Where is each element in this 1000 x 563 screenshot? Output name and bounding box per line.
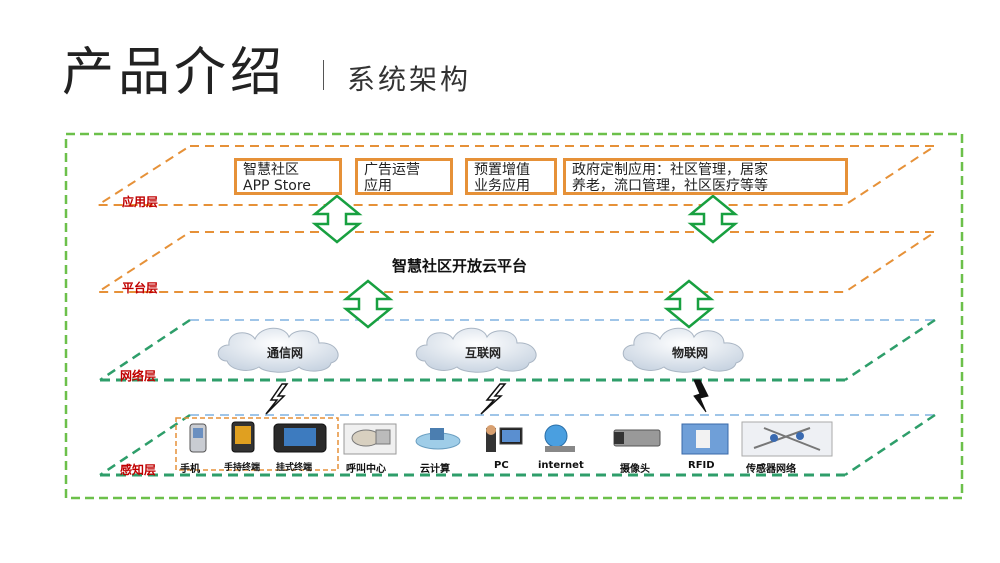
device-label-call-center: 呼叫中心	[346, 464, 386, 475]
internet-globe-icon	[544, 424, 575, 452]
device-label-rfid: RFID	[688, 460, 715, 471]
sensor-network-icon	[741, 421, 833, 457]
network-layer-right	[844, 318, 936, 382]
camera-icon	[613, 429, 661, 447]
open-cloud-platform-label: 智慧社区开放云平台	[392, 257, 528, 275]
device-label-internet: internet	[538, 460, 584, 471]
arrow-app-platform-left	[311, 194, 363, 244]
outer-frame	[64, 132, 964, 500]
cloud-internet	[415, 327, 537, 373]
device-label-sensor-network: 传感器网络	[746, 464, 796, 475]
lightning-icon	[693, 379, 709, 413]
government-app-box: 政府定制应用：社区管理，居家 养老，流口管理，社区医疗等等	[563, 158, 848, 195]
lightning-icon	[265, 383, 289, 415]
telecom-network-label: 通信网	[266, 346, 303, 360]
network-layer-label: 网络层	[120, 369, 157, 383]
device-label-handheld: 手持终端	[224, 463, 261, 473]
perception-layer-left	[99, 413, 191, 477]
arrow-platform-network-left	[342, 279, 394, 329]
device-label-camera: 摄像头	[620, 464, 650, 475]
terminal-group-box	[175, 417, 339, 471]
lightning-icon	[480, 383, 507, 415]
app-store-box: 智慧社区 APP Store	[234, 158, 342, 195]
cloud-computing-icon	[415, 428, 461, 450]
device-label-cloud-computing: 云计算	[420, 464, 450, 475]
perception-layer-right	[844, 413, 936, 477]
application-layer-label: 应用层	[122, 195, 159, 209]
platform-layer-plane	[94, 231, 939, 293]
call-center-icon	[343, 423, 397, 455]
arrow-app-platform-right	[687, 194, 739, 244]
internet-network-label: 互联网	[464, 346, 501, 360]
application-layer-plane	[94, 145, 939, 206]
advertising-app-box: 广告运营 应用	[355, 158, 453, 195]
network-layer-left	[99, 318, 191, 382]
iot-network-label: 物联网	[671, 346, 708, 360]
device-label-mounted: 挂式终端	[276, 463, 313, 473]
cloud-iot	[622, 327, 744, 373]
title-divider	[323, 60, 324, 90]
pc-icon	[486, 425, 523, 452]
handheld-terminal-icon	[231, 421, 255, 453]
rfid-icon	[681, 423, 729, 455]
mounted-terminal-icon	[273, 423, 327, 453]
device-label-phone: 手机	[180, 464, 200, 475]
page-subtitle: 系统架构	[347, 63, 472, 96]
value-added-app-box: 预置增值 业务应用	[465, 158, 557, 195]
page-title: 产品介绍	[62, 43, 287, 103]
platform-layer-label: 平台层	[122, 281, 159, 295]
mobile-phone-icon	[189, 423, 207, 453]
arrow-platform-network-right	[663, 279, 715, 329]
device-label-pc: PC	[494, 460, 509, 471]
cloud-telecom-network	[217, 327, 339, 373]
perception-layer-label: 感知层	[120, 463, 157, 477]
